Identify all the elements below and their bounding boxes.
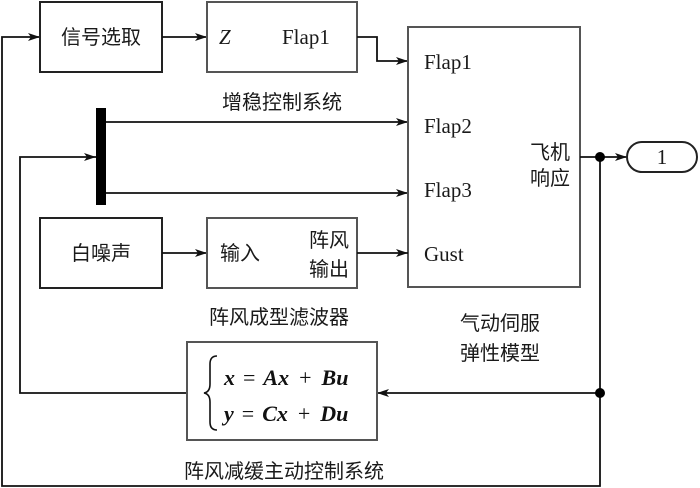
gust-filter-block[interactable]: 输入 阵风 输出: [206, 217, 358, 289]
aircraft-caption-1: 气动伺服: [460, 311, 540, 335]
mux-bar[interactable]: [96, 108, 106, 205]
aircraft-block[interactable]: Flap1 Flap2 Flap3 Gust 飞机 响应: [407, 26, 581, 288]
aircraft-output-label-2: 响应: [530, 166, 570, 190]
wire-controller-to-mux: [19, 153, 187, 394]
white-noise-block[interactable]: 白噪声: [39, 217, 163, 289]
signal-select-label: 信号选取: [61, 25, 141, 49]
aircraft-port-flap2: Flap2: [424, 114, 472, 138]
aircraft-port-flap1: Flap1: [424, 50, 472, 74]
aircraft-caption-2: 弹性模型: [460, 341, 540, 365]
controller-caption: 阵风减缓主动控制系统: [184, 459, 384, 483]
state-space-block[interactable]: x = Ax + Bu y = Cx + Du: [186, 341, 378, 441]
wire-sas-to-flap1: [357, 36, 408, 65]
output-terminal-label: 1: [657, 145, 668, 169]
gust-filter-caption: 阵风成型滤波器: [209, 305, 349, 329]
aircraft-output-label-1: 飞机: [530, 140, 570, 164]
equation-brace: [203, 355, 218, 431]
sas-block[interactable]: Z Flap1: [206, 1, 358, 73]
signal-select-block[interactable]: 信号选取: [39, 1, 163, 73]
equation-1: x = Ax + Bu: [223, 365, 348, 390]
outer-feedback-wire: [1, 33, 601, 487]
junction-output: [595, 152, 605, 162]
gust-filter-output-port-2: 输出: [309, 257, 349, 281]
gust-filter-input-port: 输入: [220, 241, 260, 265]
gust-filter-output-port-1: 阵风: [309, 228, 349, 252]
sas-caption: 增稳控制系统: [222, 90, 342, 114]
output-terminal[interactable]: 1: [626, 141, 698, 173]
aircraft-port-flap3: Flap3: [424, 178, 472, 202]
white-noise-label: 白噪声: [71, 241, 131, 265]
aircraft-port-gust: Gust: [424, 242, 464, 266]
sas-input-port: Z: [219, 25, 231, 49]
equation-2: y = Cx + Du: [221, 401, 348, 426]
sas-output-port: Flap1: [282, 25, 330, 49]
junction-feedback: [595, 388, 605, 398]
